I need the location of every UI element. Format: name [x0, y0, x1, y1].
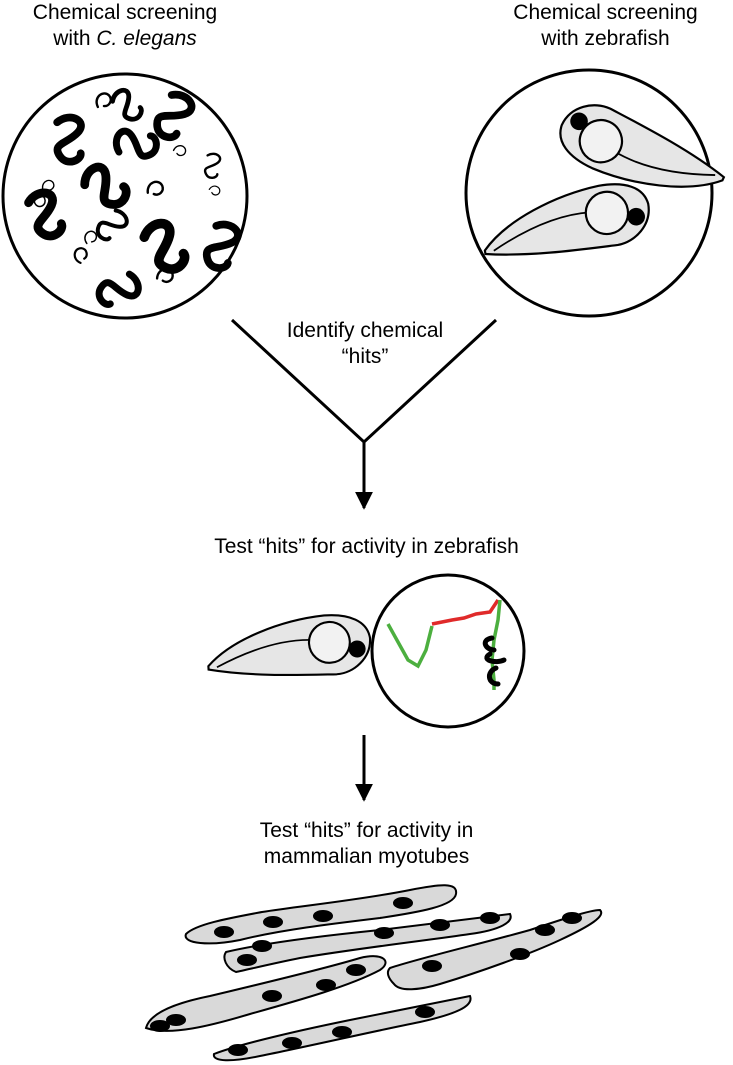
myotube-5 — [212, 994, 472, 1062]
step3-line2: mammalian myotubes — [263, 845, 470, 868]
zebrafish-plate — [464, 68, 731, 318]
c-elegans-plate — [1, 72, 249, 320]
step3-line1: Test “hits” for activity in — [259, 819, 474, 842]
test-zebrafish-larva — [204, 611, 374, 685]
merge-arrow — [230, 318, 498, 510]
right-panel-title-line1: Chemical screening — [513, 1, 698, 24]
myotube-3 — [386, 908, 603, 991]
step2-label: Test “hits” for activity in zebrafish — [150, 534, 583, 560]
myotube-cluster — [144, 884, 603, 1062]
myotube-4 — [144, 955, 387, 1032]
left-panel-species: C. elegans — [96, 27, 197, 50]
step2-line1: Test “hits” for activity in zebrafish — [214, 535, 519, 558]
trace-green — [386, 623, 434, 669]
trace-red — [431, 599, 500, 626]
step1-line1: Identify chemical — [286, 319, 444, 342]
step1-label: Identify chemical “hits” — [255, 318, 475, 370]
left-panel-title-line1: Chemical screening — [32, 1, 218, 24]
left-panel-title-prefix: with — [53, 27, 97, 50]
muscle-fiber-image — [370, 573, 526, 729]
myotube-2 — [223, 912, 512, 974]
left-panel-title: Chemical screening with C. elegans — [0, 0, 250, 52]
right-panel-title: Chemical screening with zebrafish — [478, 0, 733, 52]
myotube-1 — [184, 884, 458, 945]
step3-label: Test “hits” for activity in mammalian my… — [190, 818, 543, 870]
right-panel-title-line2: with zebrafish — [541, 27, 670, 50]
step1-line2: “hits” — [341, 345, 389, 368]
